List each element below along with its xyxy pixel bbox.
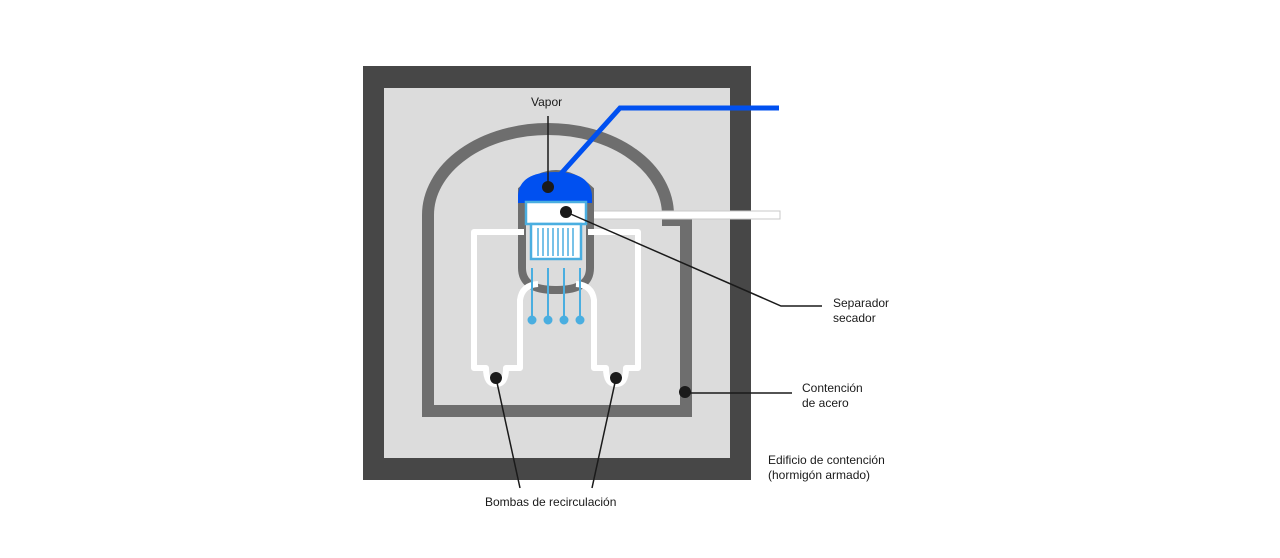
recirculation-loop-left: [471, 229, 539, 387]
dot-contencion-acero: [679, 386, 691, 398]
separator-dryer: [524, 200, 588, 226]
label-separador-secador: Separador secador: [833, 296, 889, 326]
leader-bomba-right: [591, 377, 617, 489]
steam-line: [547, 105, 779, 189]
label-separador-line2: secador: [833, 311, 876, 325]
dot-separador: [560, 206, 572, 218]
label-edificio-contencion: Edificio de contención (hormigón armado): [768, 453, 885, 483]
dot-bomba-right: [610, 372, 622, 384]
fuel-rods: [537, 228, 574, 256]
containment-building-interior: [384, 88, 730, 458]
dot-bomba-left: [490, 372, 502, 384]
feedwater-pipe: [589, 210, 781, 220]
reactor-vessel: [518, 200, 594, 294]
steel-containment: [422, 123, 692, 417]
label-bombas-recirculacion: Bombas de recirculación: [485, 495, 617, 509]
control-rods: [527, 268, 585, 325]
label-vapor: Vapor: [531, 95, 563, 109]
label-edificio-line2: (hormigón armado): [768, 468, 871, 482]
label-separador-line1: Separador: [833, 296, 890, 310]
steam-dome: [518, 172, 592, 203]
label-edificio-line1: Edificio de contención: [768, 453, 885, 467]
leader-bomba-left: [495, 377, 521, 489]
label-contencion-line1: Contención: [802, 381, 863, 395]
label-contencion-acero: Contención de acero: [802, 381, 863, 411]
label-contencion-line2: de acero: [802, 396, 849, 410]
recirculation-loop-right: [575, 229, 641, 387]
dot-vapor: [542, 181, 554, 193]
leader-separador: [565, 211, 822, 307]
